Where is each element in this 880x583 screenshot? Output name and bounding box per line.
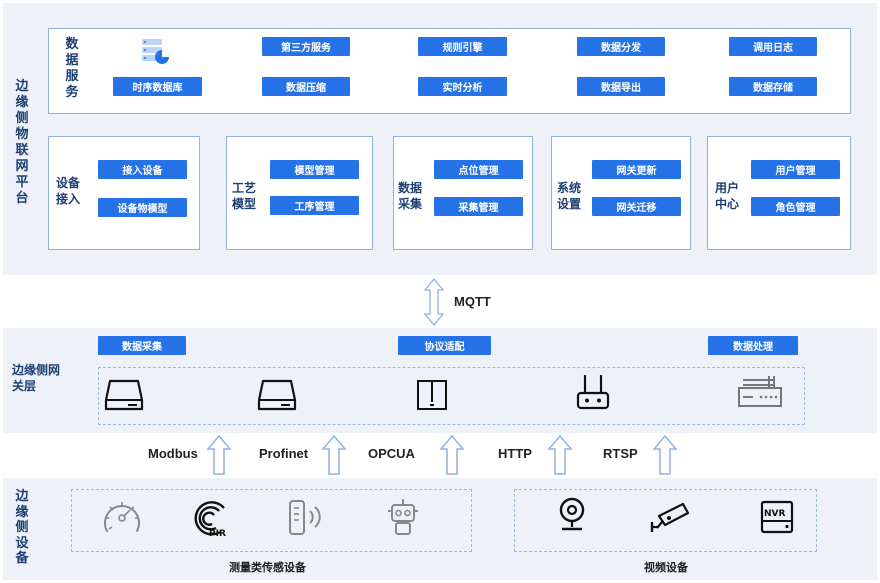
btn-compress[interactable]: 数据压缩 [262, 77, 350, 96]
firewall-icon [738, 376, 782, 407]
up-arrow-icon [321, 434, 347, 475]
module-device-access [48, 136, 200, 250]
protocol-opcua: OPCUA [368, 446, 415, 461]
btn-user-mgmt[interactable]: 用户管理 [751, 160, 840, 179]
btn-realtime[interactable]: 实时分析 [418, 77, 507, 96]
webcam-icon [559, 497, 585, 531]
double-arrow-icon [423, 278, 445, 326]
protocol-rtsp: RTSP [603, 446, 638, 461]
btn-rule-engine[interactable]: 规则引擎 [418, 37, 507, 56]
gateway-devices-group [98, 367, 805, 425]
module-label: 设备接入 [56, 176, 81, 206]
btn-storage[interactable]: 数据存储 [729, 77, 817, 96]
protocol-modbus: Modbus [148, 446, 198, 461]
gauge-icon [104, 502, 140, 532]
btn-tsdb[interactable]: 时序数据库 [113, 77, 202, 96]
btn-collect-mgmt[interactable]: 采集管理 [434, 197, 523, 216]
video-group [514, 489, 817, 552]
btn-gw-protocol[interactable]: 协议适配 [398, 336, 491, 355]
btn-gateway-migrate[interactable]: 网关迁移 [592, 197, 681, 216]
platform-label: 边缘侧物联网平台 [15, 78, 29, 205]
data-service-label: 数据服务 [65, 36, 79, 99]
database-icon [142, 39, 169, 64]
btn-device-model[interactable]: 设备物模型 [98, 198, 187, 217]
protocol-profinet: Profinet [259, 446, 309, 461]
up-arrow-icon [206, 434, 232, 475]
btn-export[interactable]: 数据导出 [577, 77, 665, 96]
module-label: 工艺模型 [232, 181, 257, 211]
module-label: 系统设置 [557, 181, 582, 211]
module-label: 数据采集 [398, 181, 423, 211]
sensor-group-label: 测量类传感设备 [229, 562, 306, 574]
pir-text: PIR [209, 529, 226, 538]
sensor-group [71, 489, 472, 552]
btn-distribute[interactable]: 数据分发 [577, 37, 665, 56]
cctv-camera-icon [650, 502, 690, 532]
btn-model-mgmt[interactable]: 模型管理 [270, 160, 359, 179]
btn-procedure-mgmt[interactable]: 工序管理 [270, 196, 359, 215]
btn-point-mgmt[interactable]: 点位管理 [434, 160, 523, 179]
nvr-icon: NVR [760, 500, 794, 534]
btn-gateway-update[interactable]: 网关更新 [592, 160, 681, 179]
btn-gw-process[interactable]: 数据处理 [708, 336, 798, 355]
gateway-box-icon [104, 379, 144, 411]
gateway-box-icon [257, 379, 297, 411]
protocol-http: HTTP [498, 446, 532, 461]
btn-third-party[interactable]: 第三方服务 [262, 37, 350, 56]
meter-icon [289, 500, 321, 535]
up-arrow-icon [547, 434, 573, 475]
nvr-text: NVR [764, 509, 785, 519]
gateway-label: 边缘侧网关层 [12, 363, 61, 393]
module-user-center [707, 136, 851, 250]
btn-gw-collect[interactable]: 数据采集 [98, 336, 186, 355]
video-group-label: 视频设备 [644, 562, 688, 574]
up-arrow-icon [652, 434, 678, 475]
router-icon [576, 375, 610, 410]
module-data-collect [393, 136, 533, 250]
btn-role-mgmt[interactable]: 角色管理 [751, 197, 840, 216]
device-band [3, 478, 877, 580]
module-system-settings [551, 136, 691, 250]
mqtt-label: MQTT [454, 294, 491, 309]
robot-icon [388, 499, 418, 535]
btn-call-log[interactable]: 调用日志 [729, 37, 817, 56]
module-label: 用户中心 [715, 181, 740, 211]
module-process-model [226, 136, 373, 250]
btn-access-device[interactable]: 接入设备 [98, 160, 187, 179]
pir-sensor-icon: PIR [194, 501, 226, 538]
switch-panel-icon [417, 380, 447, 410]
device-label: 边缘侧设备 [15, 488, 29, 565]
up-arrow-icon [439, 434, 465, 475]
